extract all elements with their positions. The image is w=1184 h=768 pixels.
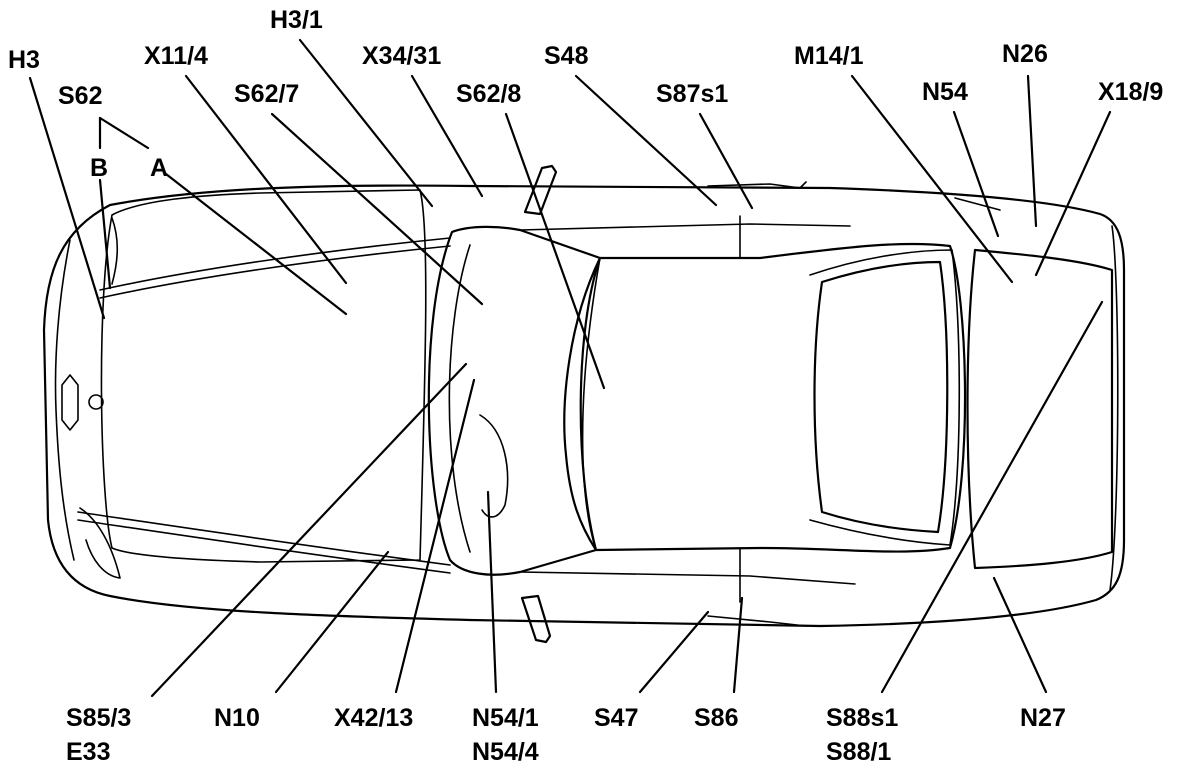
front-bumper bbox=[54, 239, 75, 561]
leader-s48 bbox=[574, 74, 718, 207]
rear-window bbox=[813, 260, 949, 534]
label-h3-1: H3/1 bbox=[270, 6, 323, 34]
mirror-top bbox=[523, 164, 558, 216]
leader-x34-31 bbox=[410, 74, 484, 198]
labels: H3 S62 B A X11/4 H3/1 S62/7 X34/31 S48 S… bbox=[8, 6, 1163, 766]
hood-crease-right-2 bbox=[77, 519, 451, 574]
leader-s62-b bbox=[98, 178, 112, 290]
door-handle-bottom bbox=[707, 615, 807, 627]
label-s48: S48 bbox=[544, 42, 589, 70]
leader-x18-9 bbox=[1034, 110, 1112, 277]
headlight-left bbox=[111, 217, 119, 285]
label-s85-3: S85/3 bbox=[66, 704, 131, 732]
front-grille bbox=[61, 374, 79, 431]
leader-s85-3 bbox=[150, 362, 468, 698]
label-s88-1: S88/1 bbox=[826, 738, 891, 766]
rear-bumper bbox=[1109, 225, 1119, 591]
label-n26: N26 bbox=[1002, 40, 1048, 68]
headlight-right bbox=[79, 507, 121, 579]
label-s88s1: S88s1 bbox=[826, 704, 898, 732]
label-x42-13: X42/13 bbox=[334, 704, 413, 732]
label-x11-4: X11/4 bbox=[144, 42, 208, 70]
leader-n27 bbox=[992, 576, 1048, 694]
label-m14-1: M14/1 bbox=[794, 42, 864, 70]
hood-crease-right bbox=[77, 511, 451, 566]
leader-s47 bbox=[638, 610, 710, 694]
rear-window-frame bbox=[809, 249, 961, 546]
leader-s86 bbox=[732, 596, 744, 694]
leader-n54 bbox=[952, 110, 1000, 238]
leader-n54-1 bbox=[486, 490, 498, 694]
label-x34-31: X34/31 bbox=[362, 42, 441, 70]
leader-h3 bbox=[28, 76, 106, 320]
leader-x42-13 bbox=[394, 378, 476, 694]
rear-light-top bbox=[954, 197, 1001, 211]
leader-n26 bbox=[1026, 74, 1038, 228]
leader-lines bbox=[28, 38, 1112, 698]
hood-panel bbox=[100, 189, 427, 563]
leader-m14-1 bbox=[850, 74, 1014, 284]
label-n54-1: N54/1 bbox=[472, 704, 539, 732]
label-s86: S86 bbox=[694, 704, 738, 732]
mirror-bottom bbox=[520, 594, 552, 644]
label-e33: E33 bbox=[66, 738, 110, 766]
label-s62-7: S62/7 bbox=[234, 80, 299, 108]
wiper-area bbox=[479, 414, 509, 518]
leader-s87s1 bbox=[698, 112, 754, 210]
leader-s62-a bbox=[164, 172, 348, 316]
vehicle-top-view bbox=[42, 164, 1126, 644]
leader-s62-a-branch bbox=[98, 116, 150, 150]
side-line-top bbox=[519, 223, 851, 231]
hood-crease-left bbox=[99, 237, 451, 291]
label-n27: N27 bbox=[1020, 704, 1066, 732]
label-x18-9: X18/9 bbox=[1098, 78, 1163, 106]
trunk-lid bbox=[966, 248, 1114, 570]
label-s47: S47 bbox=[594, 704, 638, 732]
side-line-bottom bbox=[519, 571, 856, 585]
roof-front-edge bbox=[581, 257, 601, 551]
leader-s62-8 bbox=[504, 112, 606, 390]
star-emblem bbox=[88, 394, 104, 410]
label-s62: S62 bbox=[58, 82, 102, 110]
body-outline bbox=[42, 184, 1126, 628]
leader-h3-1 bbox=[298, 38, 434, 208]
roof bbox=[579, 242, 967, 553]
label-n54: N54 bbox=[922, 78, 968, 106]
label-s62-a: A bbox=[150, 154, 168, 182]
label-s87s1: S87s1 bbox=[656, 80, 728, 108]
label-n54-4: N54/4 bbox=[472, 738, 539, 766]
label-h3: H3 bbox=[8, 46, 40, 74]
leader-x11-4 bbox=[184, 74, 348, 285]
leader-s88s1 bbox=[880, 300, 1104, 694]
windshield-inner bbox=[448, 244, 471, 553]
leader-s62-7 bbox=[270, 112, 484, 306]
label-s62-b: B bbox=[90, 154, 108, 182]
hood-crease-left-2 bbox=[99, 245, 451, 299]
label-n10: N10 bbox=[214, 704, 260, 732]
label-s62-8: S62/8 bbox=[456, 80, 521, 108]
leader-n10 bbox=[274, 550, 390, 694]
